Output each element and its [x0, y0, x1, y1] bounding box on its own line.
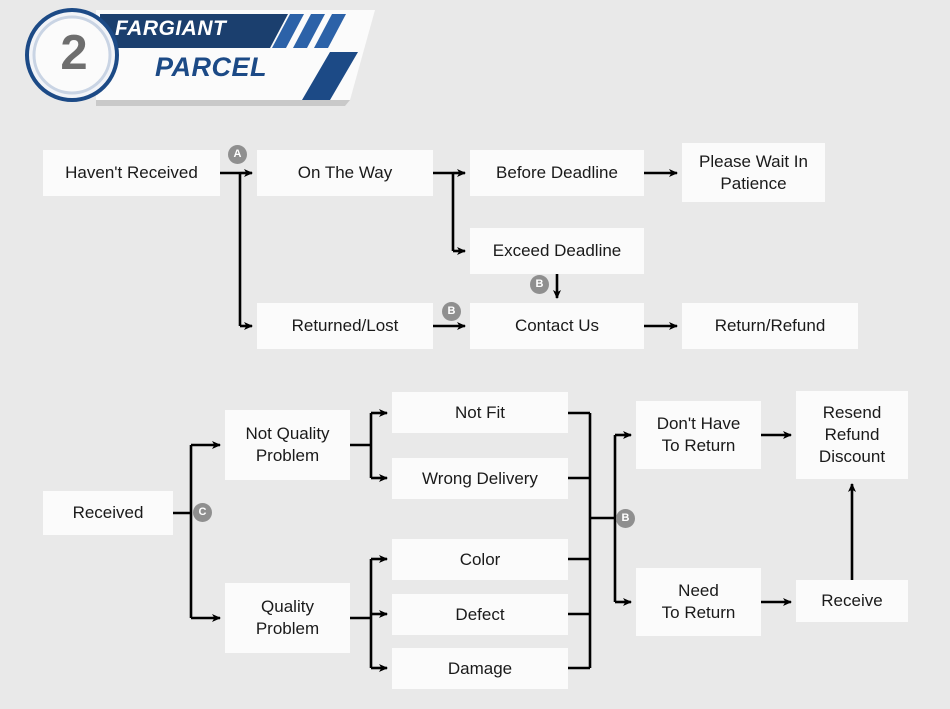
node-exceed-deadline[interactable]: Exceed Deadline	[470, 228, 644, 274]
node-received[interactable]: Received	[43, 491, 173, 535]
badge-b-returned-lost: B	[442, 302, 461, 321]
brand-name: FARGIANT	[115, 17, 227, 40]
banner-slash-large	[302, 52, 358, 100]
badge-a: A	[228, 145, 247, 164]
node-quality-problem[interactable]: Quality Problem	[225, 583, 350, 653]
badge-c: C	[193, 503, 212, 522]
node-not-quality-problem[interactable]: Not Quality Problem	[225, 410, 350, 480]
step-number: 2	[60, 26, 88, 80]
banner-slash-3	[314, 14, 346, 48]
node-havent-received[interactable]: Haven't Received	[43, 150, 220, 196]
banner-top-bar	[100, 14, 288, 48]
node-defect[interactable]: Defect	[392, 594, 568, 635]
node-resend-refund-discount[interactable]: Resend Refund Discount	[796, 391, 908, 479]
node-return-refund[interactable]: Return/Refund	[682, 303, 858, 349]
node-damage[interactable]: Damage	[392, 648, 568, 689]
badge-b-merge: B	[616, 509, 635, 528]
node-wrong-delivery[interactable]: Wrong Delivery	[392, 458, 568, 499]
node-contact-us[interactable]: Contact Us	[470, 303, 644, 349]
node-receive[interactable]: Receive	[796, 580, 908, 622]
banner-slash-1	[272, 14, 304, 48]
brand-banner: FARGIANT PARCEL 2	[0, 0, 400, 110]
node-dont-have-to-return[interactable]: Don't Have To Return	[636, 401, 761, 469]
node-on-the-way[interactable]: On The Way	[257, 150, 433, 196]
badge-b-exceed-deadline: B	[530, 275, 549, 294]
banner-slash-2	[293, 14, 325, 48]
step-circle-inner	[32, 15, 112, 95]
node-before-deadline[interactable]: Before Deadline	[470, 150, 644, 196]
banner-shadow	[96, 100, 350, 106]
node-please-wait-in-patience[interactable]: Please Wait In Patience	[682, 143, 825, 202]
page-title: PARCEL	[155, 52, 268, 82]
node-color[interactable]: Color	[392, 539, 568, 580]
node-not-fit[interactable]: Not Fit	[392, 392, 568, 433]
node-need-to-return[interactable]: Need To Return	[636, 568, 761, 636]
banner-graphic	[25, 8, 375, 106]
node-returned-lost[interactable]: Returned/Lost	[257, 303, 433, 349]
